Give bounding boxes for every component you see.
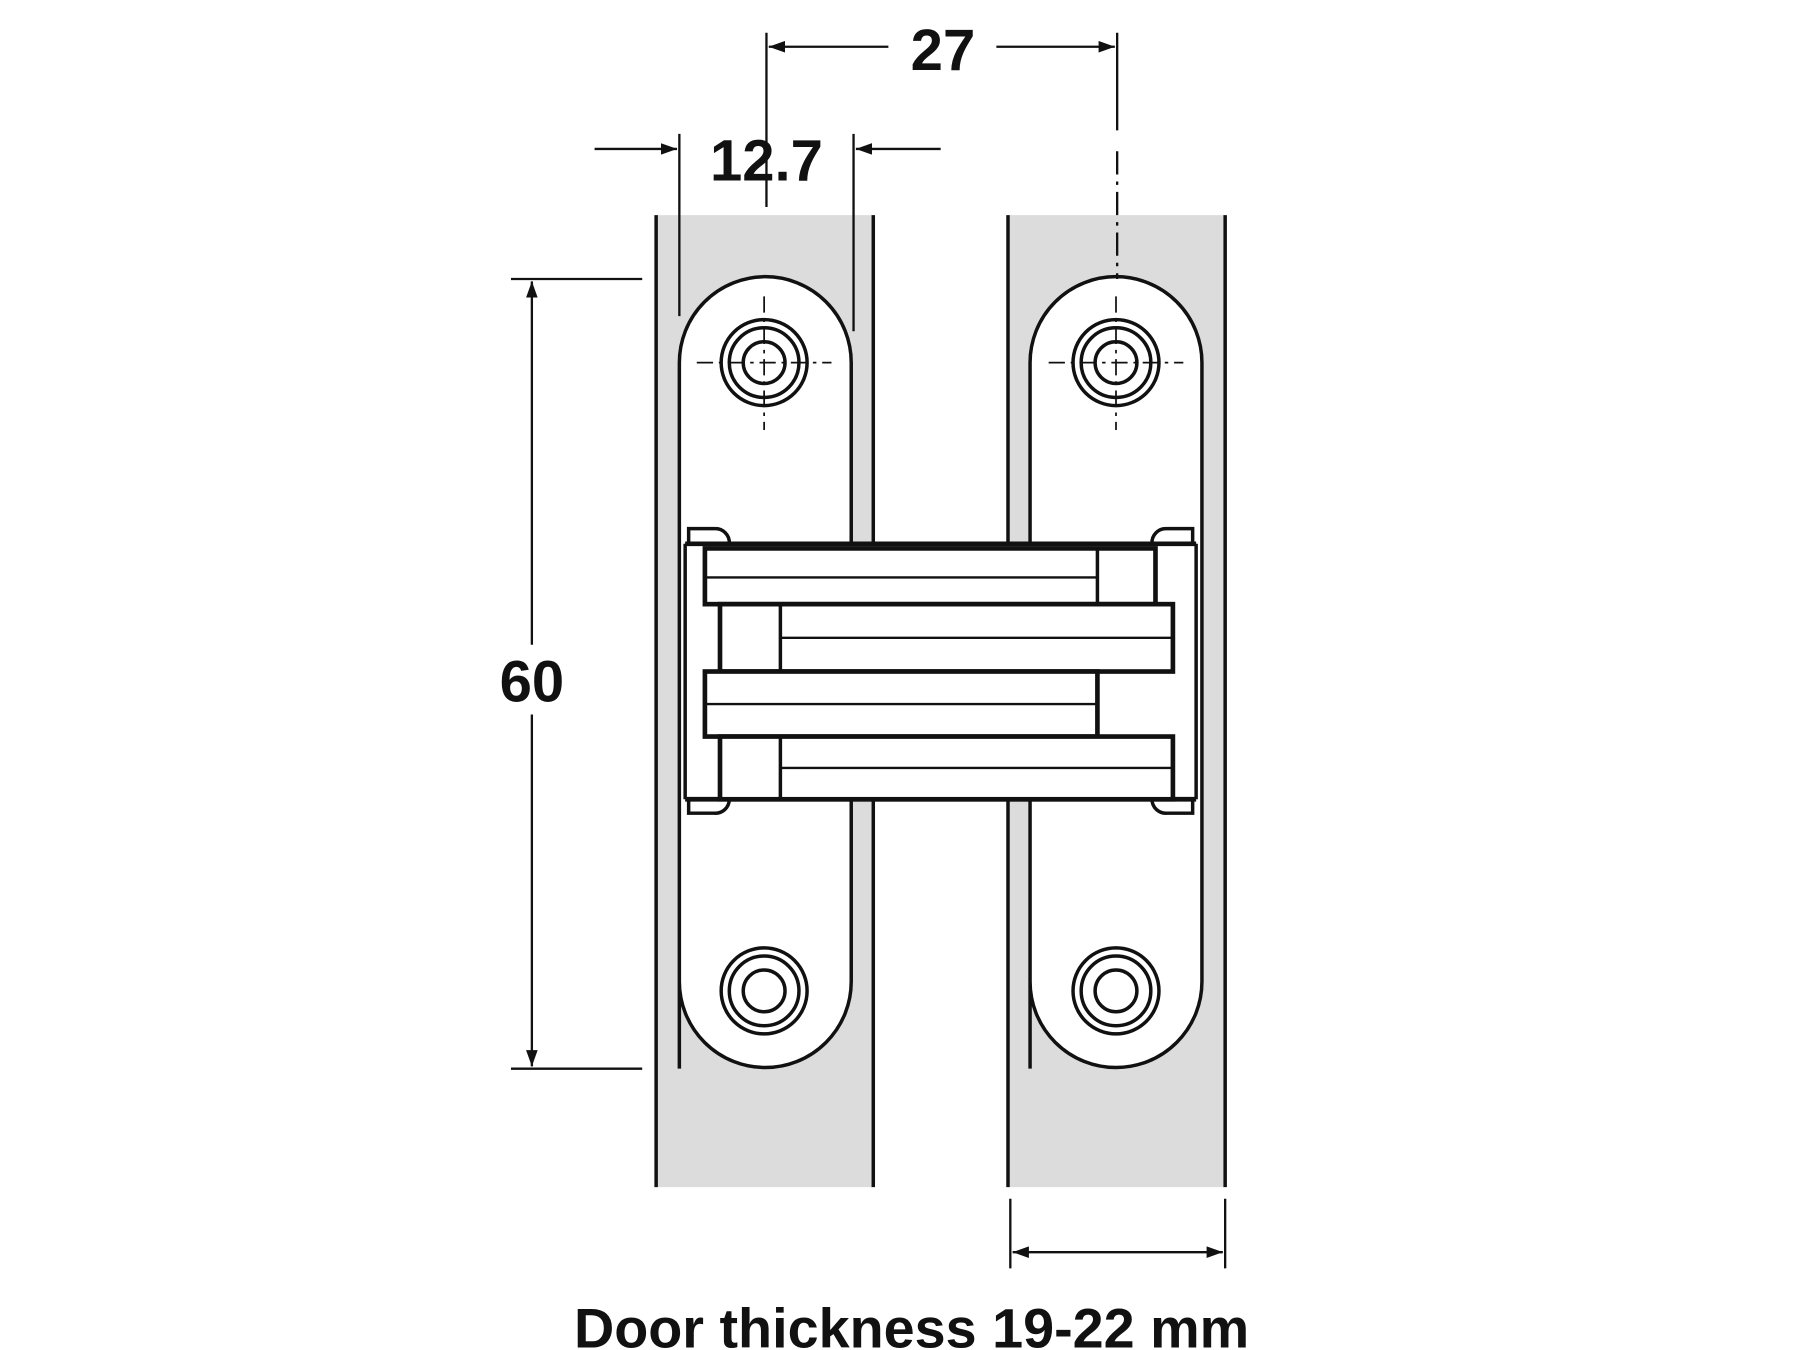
hinge-body — [683, 526, 1198, 815]
dimension-12-7: 12.7 — [710, 128, 823, 193]
caption-door-thickness: Door thickness 19-22 mm — [574, 1297, 1249, 1350]
screw-hole-icon — [719, 946, 809, 1036]
screw-hole-icon — [1071, 946, 1161, 1036]
dimension-60: 60 — [500, 650, 565, 715]
dimension-27: 27 — [911, 18, 976, 83]
centerlines — [696, 296, 1184, 430]
